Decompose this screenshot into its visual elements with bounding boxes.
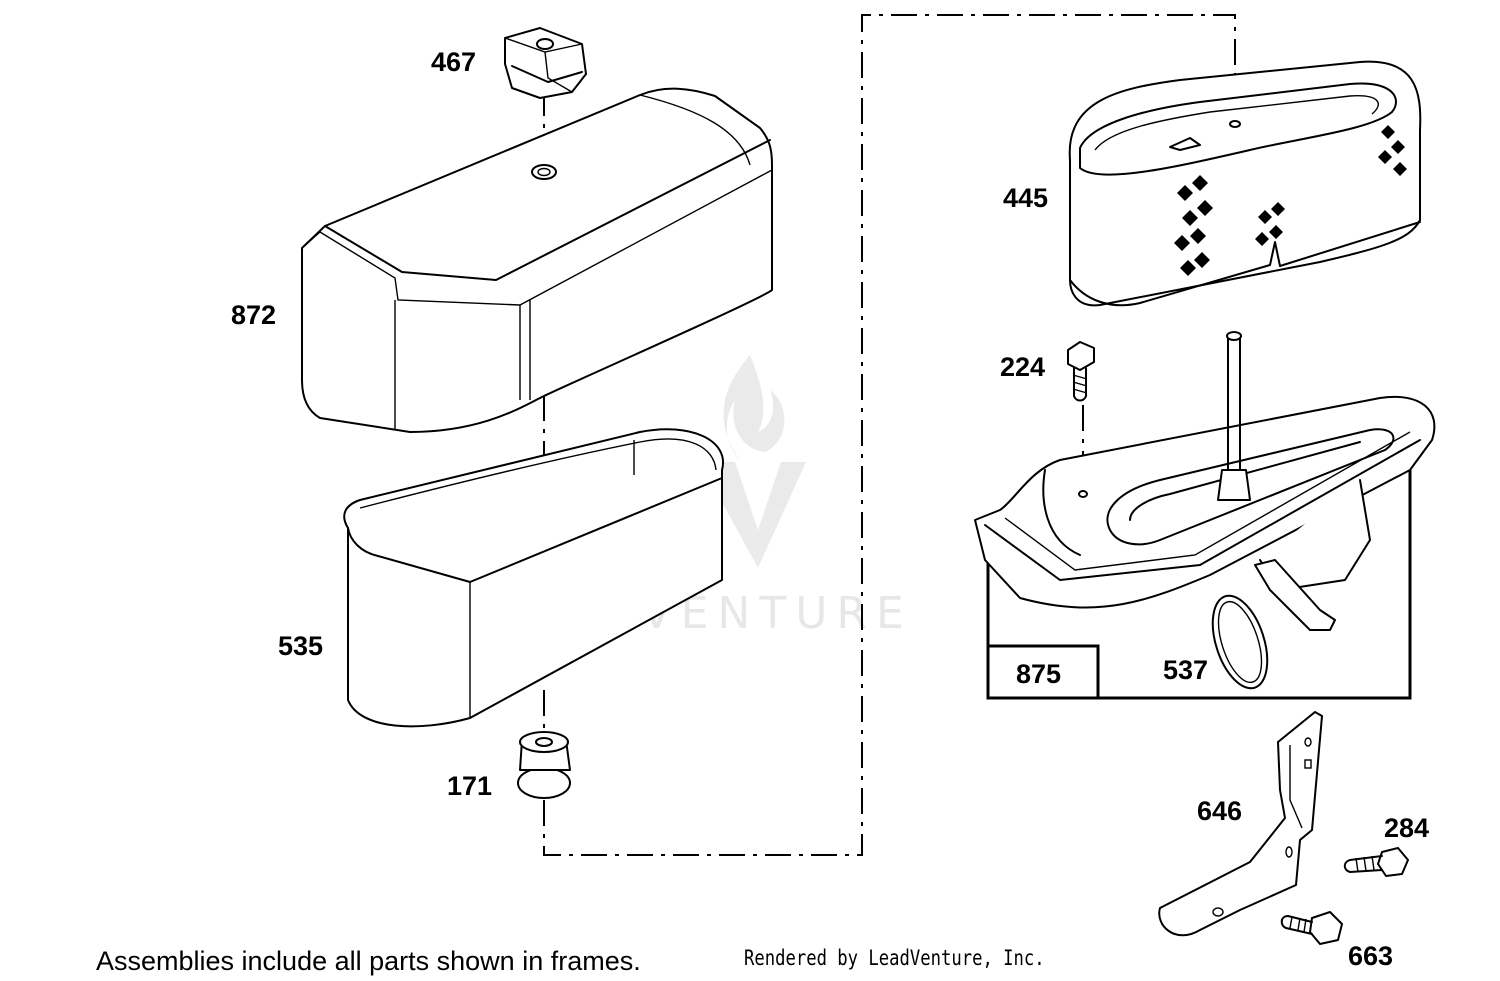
label-537: 537 (1163, 655, 1208, 685)
part-224-screw (1067, 341, 1095, 402)
render-credit: Rendered by LeadVenture, Inc. (744, 946, 1045, 970)
label-284: 284 (1384, 813, 1429, 843)
part-445-filter-cartridge (1068, 60, 1422, 307)
label-535: 535 (278, 631, 323, 661)
part-537-gasket (1211, 594, 1269, 690)
label-467: 467 (431, 47, 476, 77)
label-875: 875 (1016, 659, 1061, 689)
part-284-screw (1343, 847, 1409, 877)
flame-logo-icon (700, 355, 806, 568)
part-467-knob (504, 27, 587, 99)
label-224: 224 (1000, 352, 1045, 382)
label-663: 663 (1348, 941, 1393, 971)
part-663-screw (1280, 911, 1343, 945)
label-171: 171 (447, 771, 492, 801)
part-646-bracket (1158, 711, 1323, 937)
part-171-nut (517, 731, 571, 799)
part-535-pre-cleaner (343, 428, 725, 728)
part-labels: 467 872 535 171 445 224 875 537 646 284 … (231, 47, 1429, 971)
label-872: 872 (231, 300, 276, 330)
part-875-base-assembly (974, 331, 1436, 700)
part-872-air-cleaner-cover (301, 87, 773, 433)
filter-diamond-pattern (1174, 125, 1407, 276)
assemblies-note: Assemblies include all parts shown in fr… (96, 946, 641, 976)
label-646: 646 (1197, 796, 1242, 826)
label-445: 445 (1003, 183, 1048, 213)
